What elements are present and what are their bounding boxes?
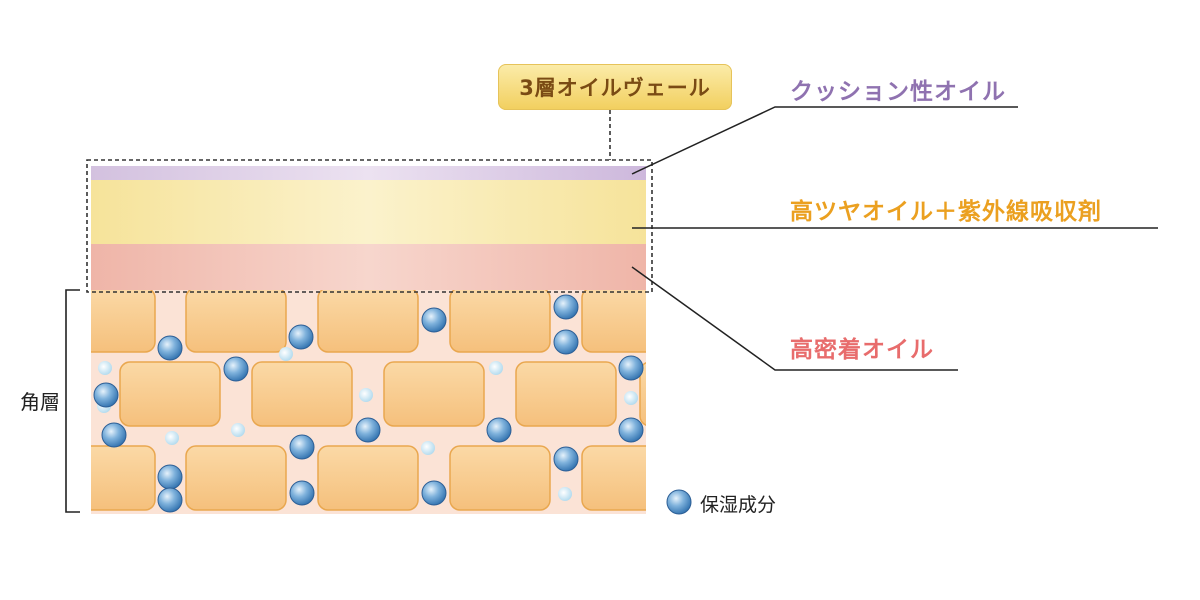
moisturizer-particles: [93, 294, 644, 513]
corneocyte-cell: [317, 445, 419, 511]
small-moisture-droplet: [489, 361, 503, 375]
moisturizer-bead: [223, 356, 249, 382]
gloss-oil-layer: [91, 180, 646, 244]
moisturizer-bead: [421, 480, 447, 506]
moisturizer-bead: [618, 355, 644, 381]
cushion-leader-line: [631, 106, 1018, 175]
moisture-legend-icon: [666, 489, 692, 515]
moisturizer-bead: [157, 464, 183, 490]
adhesive-oil-label: 高密着オイル: [790, 337, 934, 363]
moisturizer-bead: [288, 324, 314, 350]
veil-badge-text: 3層オイルヴェール: [519, 76, 711, 100]
moisturizer-bead: [486, 417, 512, 443]
moisturizer-bead: [101, 422, 127, 448]
corneocyte-cell: [91, 290, 156, 353]
moisturizer-bead: [157, 487, 183, 513]
adhesive-oil-layer: [91, 244, 646, 290]
moisturizer-bead: [289, 434, 315, 460]
corneocyte-cell: [581, 445, 646, 511]
cushion-oil-layer: [91, 166, 646, 180]
moisturizer-bead: [93, 382, 119, 408]
moisturizer-bead: [618, 417, 644, 443]
moisturizer-bead: [289, 480, 315, 506]
moisturizer-legend-label: 保湿成分: [700, 494, 777, 516]
stratum-bracket: [65, 289, 80, 513]
veil-dashed-frame: [86, 159, 653, 293]
small-moisture-droplet: [624, 391, 638, 405]
corneocyte-cell: [185, 290, 287, 353]
corneocyte-cell: [91, 445, 156, 511]
corneocyte-cell: [449, 290, 551, 353]
small-moisture-droplet: [359, 388, 373, 402]
moisturizer-bead: [553, 446, 579, 472]
gloss-oil-label: 高ツヤオイル＋紫外線吸収剤: [790, 199, 1102, 225]
moisturizer-bead: [421, 307, 447, 333]
corneocyte-cells: [91, 290, 646, 511]
moisturizer-bead: [553, 329, 579, 355]
stratum-corneum-label: 角層: [20, 390, 60, 414]
corneocyte-cell: [119, 361, 221, 427]
small-moisture-droplet: [421, 441, 435, 455]
small-moisture-droplet: [165, 431, 179, 445]
corneocyte-cell: [639, 362, 646, 426]
corneocyte-cell: [251, 361, 353, 427]
cushion-oil-label: クッション性オイル: [790, 79, 1006, 105]
corneocyte-cell: [581, 290, 646, 353]
moisturizer-bead: [157, 335, 183, 361]
veil-badge: 3層オイルヴェール: [498, 64, 732, 110]
moisturizer-bead: [553, 294, 579, 320]
corneocyte-cell: [383, 361, 485, 427]
small-moisture-droplet: [558, 487, 572, 501]
corneocyte-cell: [185, 445, 287, 511]
corneocyte-cell: [515, 361, 617, 427]
small-moisture-droplet: [279, 347, 293, 361]
adhesive-leader-line: [631, 266, 958, 371]
corneocyte-cell: [317, 290, 419, 353]
small-moisture-droplet: [231, 423, 245, 437]
corneocyte-cell: [449, 445, 551, 511]
moisturizer-bead: [355, 417, 381, 443]
small-moisture-droplet: [98, 361, 112, 375]
